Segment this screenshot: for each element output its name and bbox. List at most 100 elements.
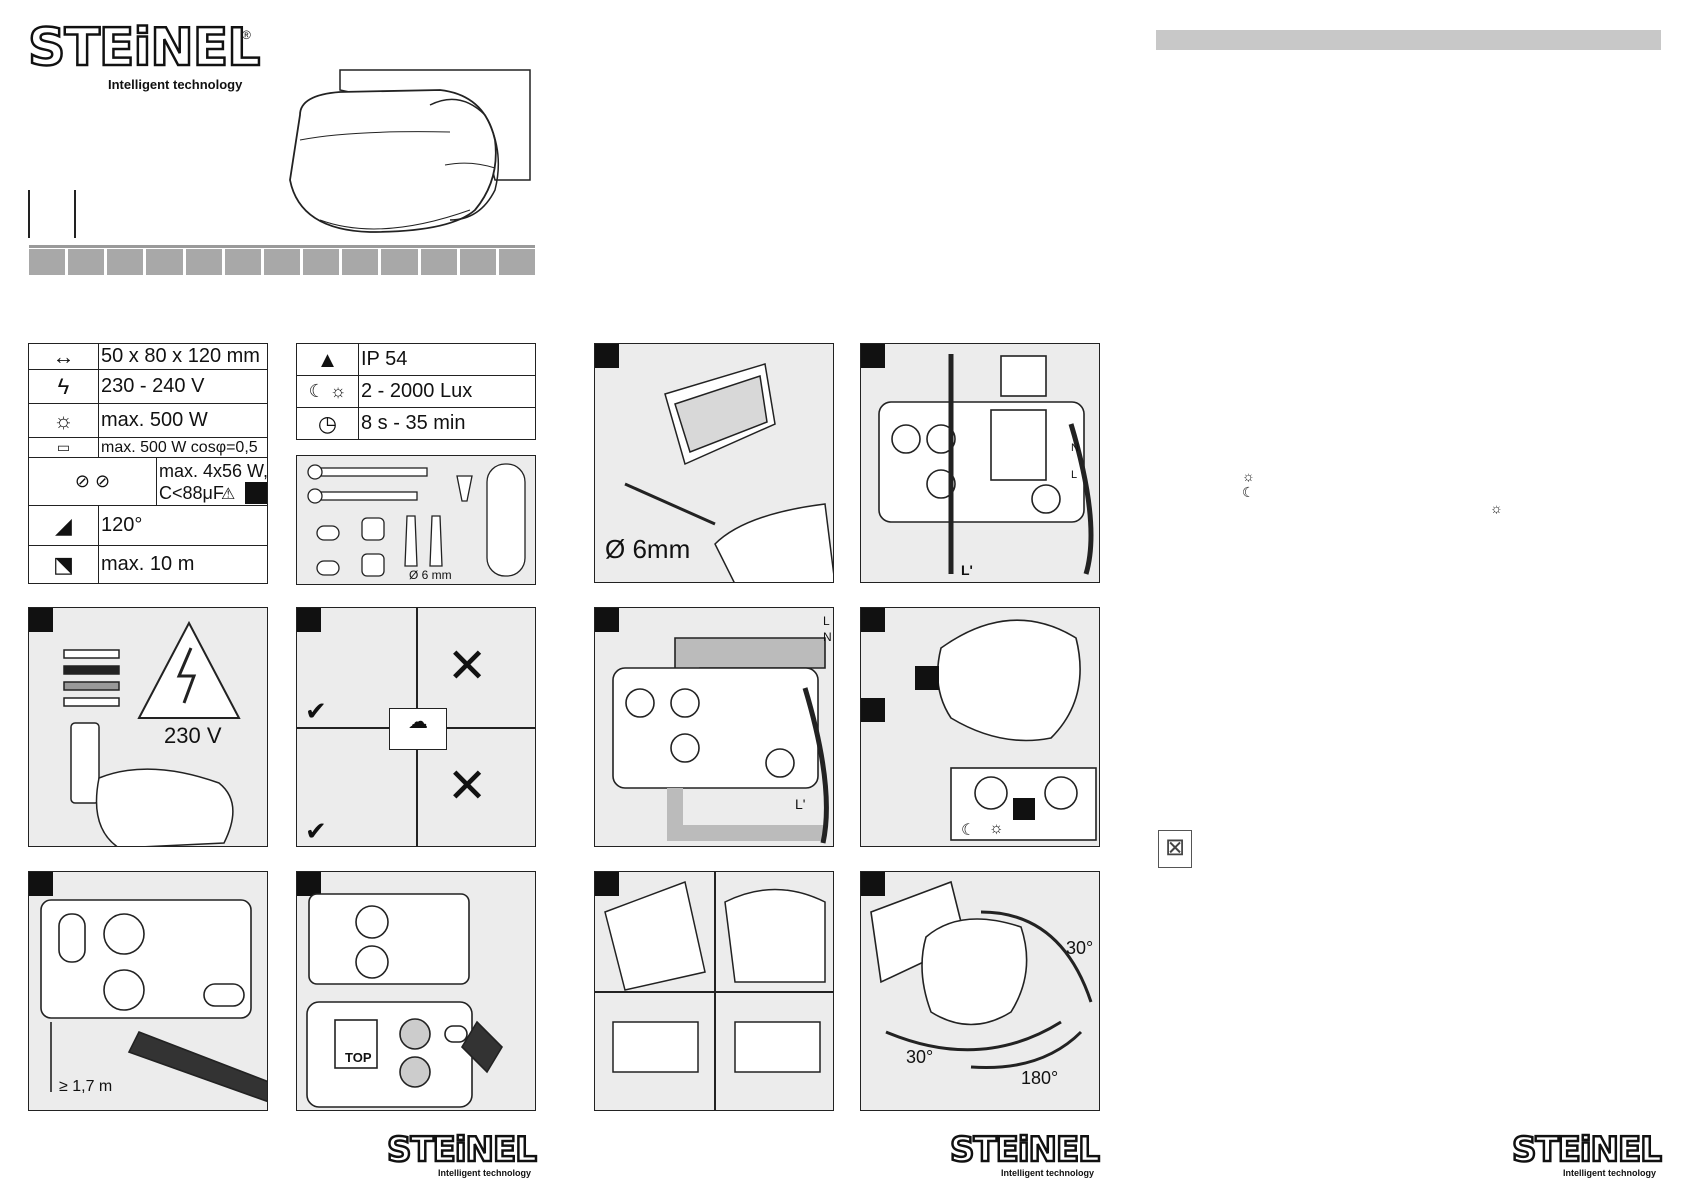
weee-bin-icon: ⊠	[1158, 830, 1192, 868]
spec-table-right: ▲ IP 54 ☾ ☼ 2 - 2000 Lux ◷ 8 s - 35 min	[296, 343, 536, 440]
step-marker	[861, 698, 885, 722]
step-number-badge	[595, 608, 619, 632]
wire-label-l: L	[1071, 469, 1078, 481]
sun-icon: ☼	[989, 820, 1004, 837]
step-number-badge	[595, 872, 619, 896]
voltage-label: 230 V	[164, 723, 222, 748]
step-panel-lens-masking	[594, 871, 834, 1111]
step-panel-wiring-2: L N L'	[594, 607, 834, 847]
language-tab[interactable]	[420, 249, 457, 275]
sun-icon: ☼	[1242, 468, 1255, 484]
step-number-badge	[297, 872, 321, 896]
power-off-illustration	[63, 620, 241, 846]
detection-angle-icon: ◢	[29, 506, 99, 545]
wire-label-l: L	[823, 614, 830, 628]
check-icon: ✔	[305, 696, 327, 726]
angle-label-bottom: 30°	[906, 1047, 934, 1067]
wire-label-n: N	[823, 630, 832, 644]
mounting-height-illustration	[40, 899, 267, 1103]
spec-value-2: C<88μF	[159, 482, 224, 503]
voltage-icon: ϟ	[29, 370, 99, 403]
spec-value: 8 s - 35 min	[361, 412, 466, 434]
language-tab[interactable]	[381, 249, 418, 275]
step-panel-cover: TOP	[296, 871, 536, 1111]
language-tab[interactable]	[342, 249, 379, 275]
spec-row: ☼ max. 500 W	[29, 404, 267, 438]
wire-label-lout: L'	[961, 562, 973, 578]
spec-value: 50 x 80 x 120 mm	[101, 345, 260, 367]
step-panel-settings: ☾ ☼	[860, 607, 1100, 847]
language-tab[interactable]	[107, 249, 144, 275]
right-page-header-bar	[1156, 30, 1661, 50]
drill-size-label: Ø 6mm	[605, 534, 691, 564]
wire-label-n: N	[1071, 442, 1079, 454]
brand-logo-footer: STEiNEL	[949, 1129, 1101, 1172]
plug-size-label: Ø 6 mm	[409, 568, 452, 582]
moon-icon: ☾	[1242, 484, 1255, 500]
angle-label-rotation: 180°	[1021, 1068, 1059, 1088]
spec-value: 120°	[101, 514, 143, 536]
step-number-badge	[595, 344, 619, 368]
spec-value: IP 54	[361, 348, 408, 370]
language-tab[interactable]	[263, 249, 301, 275]
spec-value: max. 4x56 W,	[159, 460, 269, 481]
spec-value: 230 - 240 V	[101, 375, 205, 397]
screws-illustration	[307, 463, 526, 577]
language-bar	[29, 245, 535, 248]
brand-logo-footer: STEiNEL	[386, 1129, 538, 1172]
step-number-badge	[861, 344, 885, 368]
angle-label-top: 30°	[1066, 938, 1094, 958]
brand-tagline-footer: Intelligent technology	[1001, 1168, 1095, 1178]
step-panel-rotation: 30° 30° 180°	[860, 871, 1100, 1111]
package-contents-panel: Ø 6 mm	[296, 455, 536, 585]
reach-icon: ⬔	[29, 546, 99, 583]
brand-logo: STEiNEL	[27, 17, 262, 80]
dimensions-icon: ↔	[29, 344, 99, 369]
ip-drop-icon: ▲	[297, 344, 359, 375]
wiring-diagram-2	[612, 637, 829, 844]
spec-row: ⬔ max. 10 m	[29, 546, 267, 583]
language-tab[interactable]	[185, 249, 222, 275]
spec-row: ▭ max. 500 W cosφ=0,5	[29, 438, 267, 458]
language-tabs	[29, 249, 536, 275]
spec-row: ⊘ ⊘ max. 4x56 W, C<88μF ⚠	[29, 458, 269, 506]
fluorescent-tube-icon: ▭	[29, 438, 99, 457]
step-number-badge	[297, 608, 321, 632]
timer-icon: ◷	[297, 408, 359, 439]
step-panel-wiring-1: N L L'	[860, 343, 1100, 583]
spec-row: ↔ 50 x 80 x 120 mm	[29, 344, 267, 370]
brand-tagline-footer: Intelligent technology	[1563, 1168, 1657, 1178]
language-tab[interactable]	[68, 249, 105, 275]
step-panel-mounting-positions: ✔ ✔ ✕ ✕ ☁	[296, 607, 536, 847]
wiring-diagram	[878, 354, 1094, 575]
spec-row: ◷ 8 s - 35 min	[297, 408, 535, 439]
registered-mark: ®	[242, 28, 251, 42]
twilight-icon: ☾ ☼	[297, 376, 359, 407]
cross-icon: ✕	[447, 640, 488, 693]
spec-value: max. 10 m	[101, 553, 195, 575]
spec-row: ☾ ☼ 2 - 2000 Lux	[297, 376, 535, 408]
ballast-icon: ⊘ ⊘	[29, 458, 157, 505]
language-tab[interactable]	[224, 249, 261, 275]
rain-icon: ☁	[389, 708, 447, 750]
spec-value: max. 500 W cosφ=0,5	[101, 438, 258, 456]
warning-icon: ⚠	[221, 486, 236, 503]
language-tab[interactable]	[498, 249, 536, 275]
moon-icon: ☾	[961, 822, 976, 839]
language-tab[interactable]	[29, 249, 66, 275]
spec-table-left: ↔ 50 x 80 x 120 mm ϟ 230 - 240 V ☼ max. …	[28, 343, 268, 584]
language-tab[interactable]	[459, 249, 496, 275]
spec-row: ϟ 230 - 240 V	[29, 370, 267, 404]
language-tab[interactable]	[146, 249, 183, 275]
product-illustration	[289, 69, 531, 233]
lens-masking-illustration	[604, 880, 826, 1073]
brand-logo-footer: STEiNEL	[1511, 1129, 1663, 1172]
spec-row: ◢ 120°	[29, 506, 267, 546]
language-tab[interactable]	[303, 249, 340, 275]
wire-label-lout: L'	[795, 796, 806, 812]
step-number-badge	[861, 608, 885, 632]
brand-tagline: Intelligent technology	[108, 77, 243, 92]
left-margin-line-1	[28, 190, 30, 238]
step-panel-power-off: 230 V	[28, 607, 268, 847]
brand-tagline-footer: Intelligent technology	[438, 1168, 532, 1178]
